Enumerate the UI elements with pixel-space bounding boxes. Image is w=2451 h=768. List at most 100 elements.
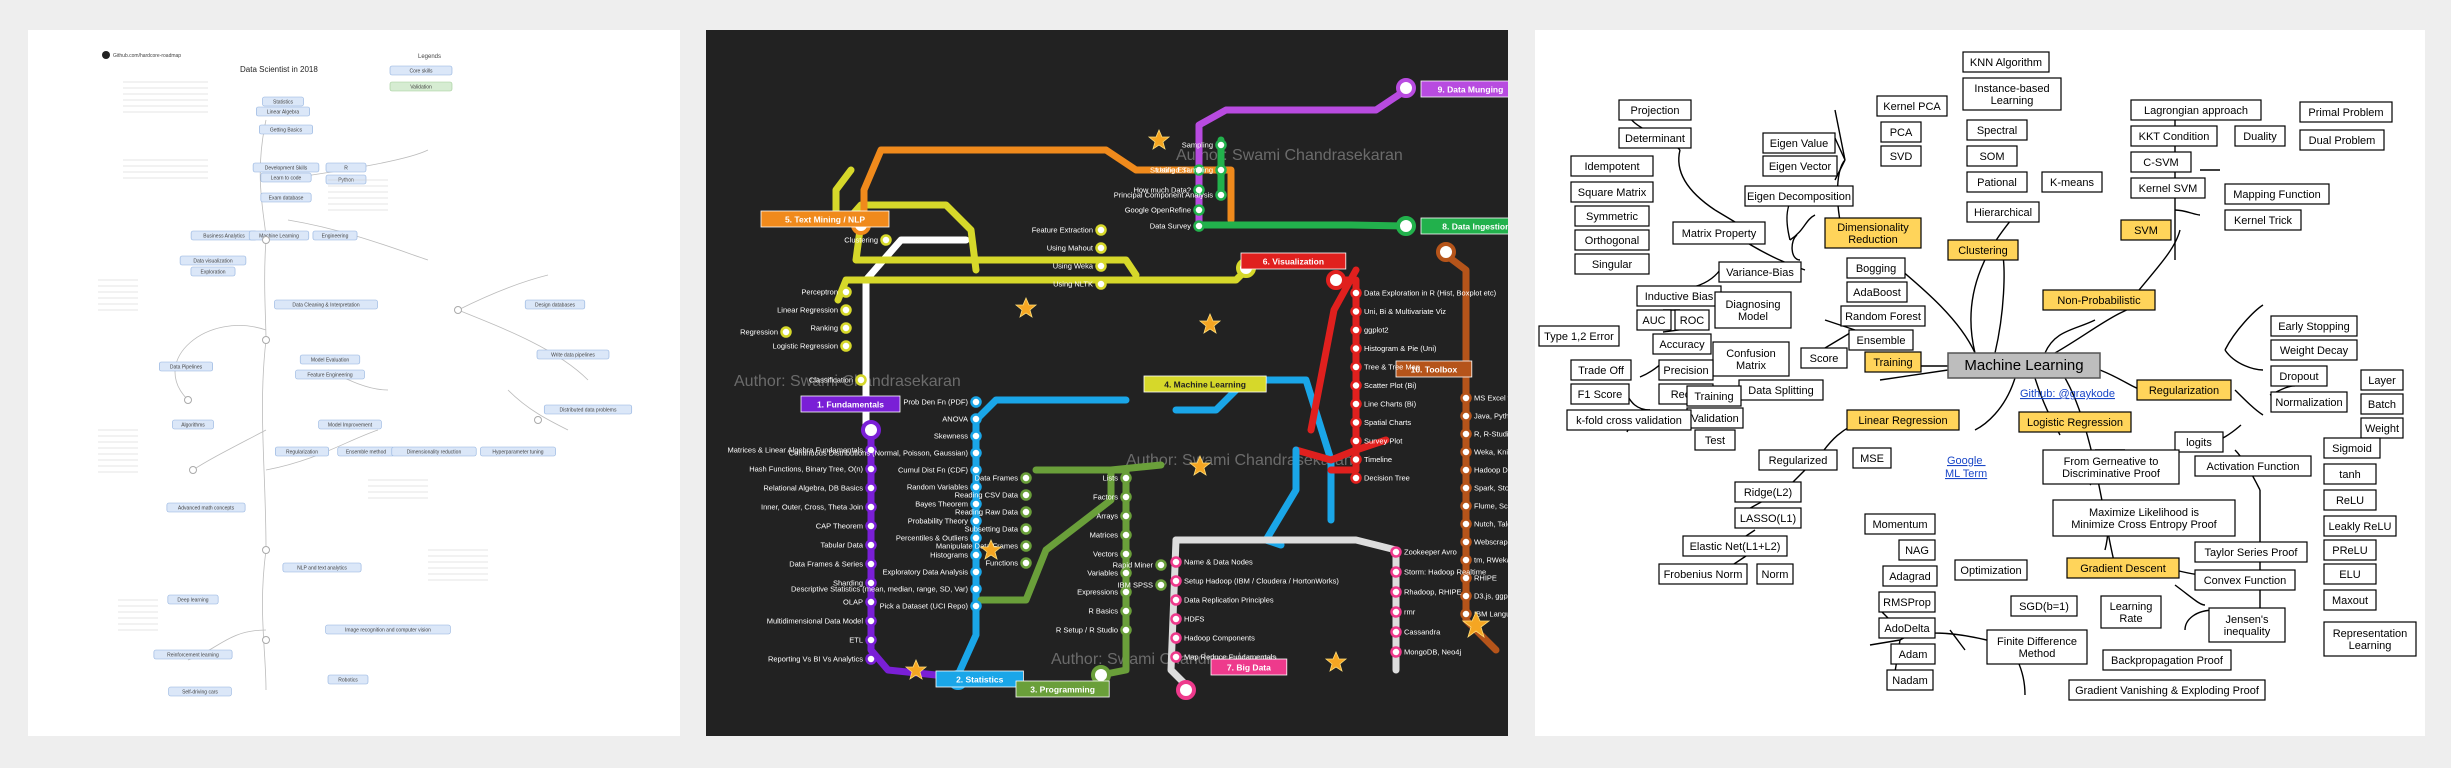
station-text_mining-ranking (840, 322, 852, 334)
node-score-box (1800, 347, 1848, 369)
station-label-subsetting-data: Subsetting Data (965, 525, 1019, 534)
node-k-means-box (2041, 171, 2103, 193)
node-pational: Pational (1977, 177, 2017, 189)
node-nadam: Nadam (1892, 675, 1927, 687)
node-learning-rate-line2: Rate (2119, 613, 2142, 625)
node-spectral: Spectral (1977, 125, 2017, 137)
line-ingestion (1195, 221, 1410, 230)
station-label-reading-raw-data: Reading Raw Data (955, 508, 1019, 517)
roadmap-label-algorithms: Algorithms (181, 423, 205, 429)
node-norm-box (1756, 563, 1794, 585)
station-visualization-spatial-charts (1350, 416, 1362, 429)
station-label-variables: Variables (1087, 569, 1118, 578)
roadmap-box-linear-algebra (256, 106, 311, 117)
github-graykode-link[interactable]: Github: @graykode (2020, 388, 2115, 400)
station-label-name-data-nodes: Name & Data Nodes (1184, 558, 1253, 567)
node-symmetric: Symmetric (1586, 211, 1638, 223)
station-label-decision-tree: Decision Tree (1364, 474, 1410, 483)
station-big_data-setup-hadoop-ibm-cloudera-hortonworks (1170, 575, 1182, 587)
node-eigen-value-box (1762, 132, 1836, 154)
station-label-line-charts-bi: Line Charts (Bi) (1364, 400, 1417, 409)
node-spectral-box (1966, 119, 2028, 141)
station-label-clustering: Clustering (844, 236, 878, 245)
station-programming-vectors (1120, 548, 1132, 560)
legend-validation-swatch (389, 81, 453, 92)
watermark-1: Author: Swami Chandrasekaran (734, 373, 961, 390)
station-big_data-cassandra (1390, 626, 1402, 638)
station-text_mining-using-nltk (1095, 278, 1107, 290)
node-rmsprop: RMSProp (1883, 597, 1931, 609)
station-visualization-data-exploration-in-r-hist-boxplot-etc (1350, 287, 1362, 299)
branch (1879, 369, 1949, 381)
roadmap-label-development-skills: Development Skills (265, 166, 308, 172)
metro-stars (904, 128, 1491, 680)
node-matrix-property: Matrix Property (1682, 228, 1757, 240)
node-sgd-b-1-box (2010, 595, 2078, 617)
station-toolbox-flume-scibe-chukwa (1460, 500, 1472, 512)
metro-map: Author: Swami Chandrasekaran Author: Swa… (728, 78, 1509, 700)
roadmap-label-regularization: Regularization (286, 450, 318, 456)
node-convex-function-box (2194, 569, 2296, 591)
node-adaboost: AdaBoost (1853, 287, 1901, 299)
node-gradient-descent-box (2066, 557, 2180, 579)
node-c-svm: C-SVM (2143, 157, 2178, 169)
roadmap-label-feature-engineering: Feature Engineering (307, 373, 353, 379)
roadmap-label-r: R (344, 166, 348, 172)
station-statistics-bayes-theorem (970, 498, 982, 510)
roadmap-box-feature-engineering (295, 369, 365, 380)
node-jensens-inequality-line2: inequality (2224, 626, 2271, 638)
node-normalization-box (2270, 391, 2348, 413)
node-knn-algorithm-box (1962, 51, 2050, 73)
line-label-1-fundamentals: 1. Fundamentals (817, 400, 884, 410)
roadmap-box-hyperparameter-tuning (480, 446, 556, 457)
station-label-hadoop-components: Hadoop Components (1184, 634, 1255, 643)
node-linear-regression: Linear Regression (1858, 415, 1947, 427)
github-link[interactable]: Github.com/hardcore-roadmap (113, 53, 181, 59)
station-label-exploratory-data-analysis: Exploratory Data Analysis (883, 568, 969, 577)
station-label-descriptive-statistics-mean-median-range-sd-var: Descriptive Statistics (mean, median, ra… (791, 585, 969, 594)
station-statistics-continuous-distributions-normal-poisson-gaussian (970, 447, 982, 459)
roadmap-label-deep-learning: Deep learning (177, 598, 208, 604)
station-programming-data-frames (1020, 472, 1032, 484)
branch (1970, 209, 2019, 354)
node-projection-box (1618, 99, 1692, 121)
line-label-4-machine-learning: 4. Machine Learning (1164, 380, 1246, 390)
station-label-functions: Functions (985, 559, 1018, 568)
terminal-8-data-ingestion (1396, 216, 1416, 236)
node-dual-problem-box (2299, 129, 2385, 151)
node-dimensionality-reduction-box (1824, 217, 1922, 249)
node-ensemble: Ensemble (1857, 335, 1906, 347)
node-kkt-condition: KKT Condition (2139, 131, 2210, 143)
node-layer: Layer (2368, 375, 2396, 387)
branch (2044, 319, 2096, 354)
node-training-category-box (1864, 351, 1922, 373)
node-type-1-2-error-box (1538, 325, 1620, 347)
node-primal-problem-box (2299, 101, 2393, 123)
roadmap-box-python (325, 174, 367, 185)
node-finite-difference-method-line1: Finite Difference (1997, 636, 2077, 648)
google-ml-term-link[interactable]: Google ML Term (1945, 455, 1987, 480)
station-big_data-rmr (1390, 606, 1402, 618)
station-label-data-replication-principles: Data Replication Principles (1184, 596, 1274, 605)
node-regularized: Regularized (1769, 455, 1828, 467)
roadmap-box-learn-to-code (260, 172, 312, 183)
metro-panel: Author: Swami Chandrasekaran Author: Swa… (706, 30, 1508, 736)
station-label-ranking: Ranking (810, 324, 838, 333)
watermark-3: Author: Swami Chandrasekaran (1176, 147, 1403, 164)
node-dropout: Dropout (2279, 371, 2318, 383)
station-label-r-basics: R Basics (1088, 607, 1118, 616)
roadmap-label-business-analytics: Business Analytics (203, 234, 245, 240)
line-label-2-statistics: 2. Statistics (956, 675, 1004, 685)
roadmap-box-robotics (327, 674, 369, 685)
branch (2174, 584, 2206, 606)
station-label-multidimensional-data-model: Multidimensional Data Model (767, 617, 864, 626)
node-mse-box (1852, 447, 1892, 469)
station-labels: Matrices & Linear Algebra FundamentalsHa… (728, 141, 1509, 664)
station-label-cassandra: Cassandra (1404, 628, 1441, 637)
roadmap-label-exploration: Exploration (200, 270, 225, 276)
station-label-using-weka: Using Weka (1053, 262, 1094, 271)
roadmap-box-distributed-data-problems (543, 404, 633, 415)
roadmap-label-ensemble-method: Ensemble method (346, 450, 387, 456)
